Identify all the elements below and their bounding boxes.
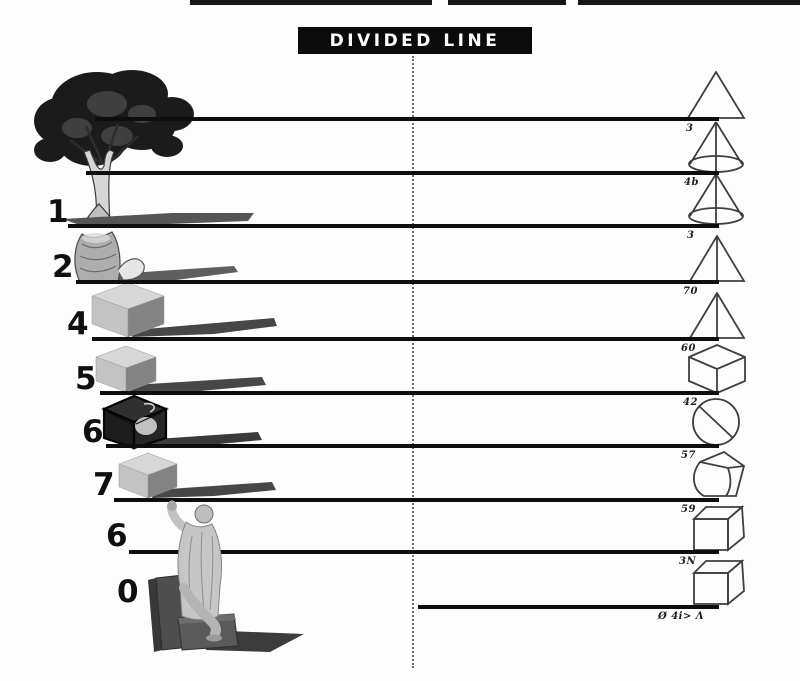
row-number-0: 0 <box>117 574 139 610</box>
solid-cube-figure <box>118 452 276 499</box>
divided-line-segment-10 <box>418 605 719 609</box>
sketched-cube-figure <box>101 394 262 450</box>
tree-stump-figure <box>74 231 238 283</box>
segment-label-6: 42 <box>683 397 698 408</box>
row-number-6: 6 <box>82 414 104 450</box>
divided-line-segment-6 <box>100 391 719 395</box>
pyramid-front-shape <box>688 292 746 339</box>
title-banner: DIVIDED LINE <box>298 27 532 54</box>
center-dotted-divider <box>412 56 414 668</box>
row-number-5: 5 <box>75 361 97 397</box>
segment-label-5: 60 <box>681 343 696 354</box>
page-title: DIVIDED LINE <box>329 30 501 51</box>
row-number-7: 7 <box>93 467 115 503</box>
segment-label-2: 4b <box>684 177 699 188</box>
divided-line-segment-1 <box>95 117 719 121</box>
pyramid-front-shape <box>688 235 746 282</box>
top-edge-strip <box>190 0 432 5</box>
divided-line-segment-2 <box>86 171 719 175</box>
wireframe-cube-small-shape <box>692 559 745 606</box>
seated-statue-figure <box>148 500 304 652</box>
solid-cube-figure <box>95 345 266 393</box>
divided-line-segment-5 <box>92 337 719 341</box>
row-number-2: 2 <box>52 249 74 285</box>
segment-label-1: 3 <box>686 123 694 134</box>
divided-line-segment-8 <box>114 498 719 502</box>
segment-label-8: 59 <box>681 504 696 515</box>
divided-line-segment-9 <box>129 550 719 554</box>
segment-label-9: 3N <box>679 556 697 567</box>
segment-label-7: 57 <box>681 450 696 461</box>
tree-figure <box>34 70 254 227</box>
top-edge-strip <box>448 0 566 5</box>
row-number-6b: 6 <box>106 518 128 554</box>
segment-label-10: Ø 4i> Λ <box>658 611 705 622</box>
solid-cube-figure <box>91 282 277 338</box>
segment-label-3: 3 <box>687 230 695 241</box>
row-number-1: 1 <box>47 194 69 230</box>
divided-line-segment-4 <box>76 280 719 284</box>
cone-shape <box>688 121 744 173</box>
faceted-solid-shape <box>693 450 746 497</box>
top-edge-strip <box>578 0 800 5</box>
wireframe-cube-small-shape <box>692 505 745 552</box>
divided-line-segment-3 <box>68 224 719 228</box>
triangle-shape <box>686 71 746 119</box>
divided-line-segment-7 <box>106 444 719 448</box>
segment-label-4: 70 <box>683 286 698 297</box>
row-number-4: 4 <box>67 306 89 342</box>
